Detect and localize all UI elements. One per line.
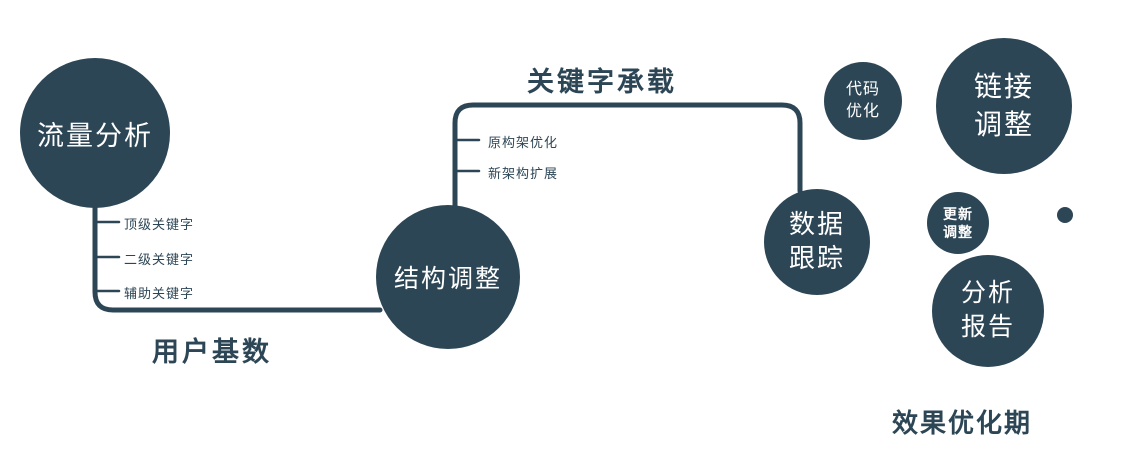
edge-label-keyword-carrying: 关键字承载 [527,67,677,97]
branch-label-top-keywords: 顶级关键字 [124,217,195,232]
branch-label-auxiliary-keywords: 辅助关键字 [124,286,195,301]
structure-adjust-node: 结构调整 [376,205,520,349]
branch-label-new-structure-expand: 新架构扩展 [488,166,559,181]
structure-adjust-label: 结构调整 [393,265,502,293]
code-optimization-label: 代码 优化 [845,81,880,120]
analysis-report-label: 分析 报告 [960,279,1015,341]
traffic-analysis-node: 流量分析 [20,58,170,208]
edge-label-effect-optimization-period: 效果优化期 [892,408,1033,438]
code-optimization-node: 代码 优化 [824,62,902,140]
data-tracking-node: 数据 跟踪 [764,189,870,295]
analysis-report-node: 分析 报告 [932,255,1044,367]
data-tracking-label: 数据 跟踪 [788,209,845,273]
traffic-branch-ticks [93,220,121,293]
update-adjust-label: 更新 调整 [943,205,973,240]
traffic-analysis-label: 流量分析 [37,120,153,151]
link-adjust-node: 链接 调整 [936,38,1072,174]
edge-label-user-base: 用户基数 [152,337,272,367]
branch-label-secondary-keywords: 二级关键字 [124,252,195,267]
link-adjust-label: 链接 调整 [973,71,1034,140]
branch-label-original-structure-opt: 原构架优化 [488,135,559,150]
connector-structure-to-tracking [452,102,803,212]
update-adjust-node: 更新 调整 [927,192,989,254]
bullet-dot [1057,207,1073,223]
structure-branch-ticks [453,138,481,173]
